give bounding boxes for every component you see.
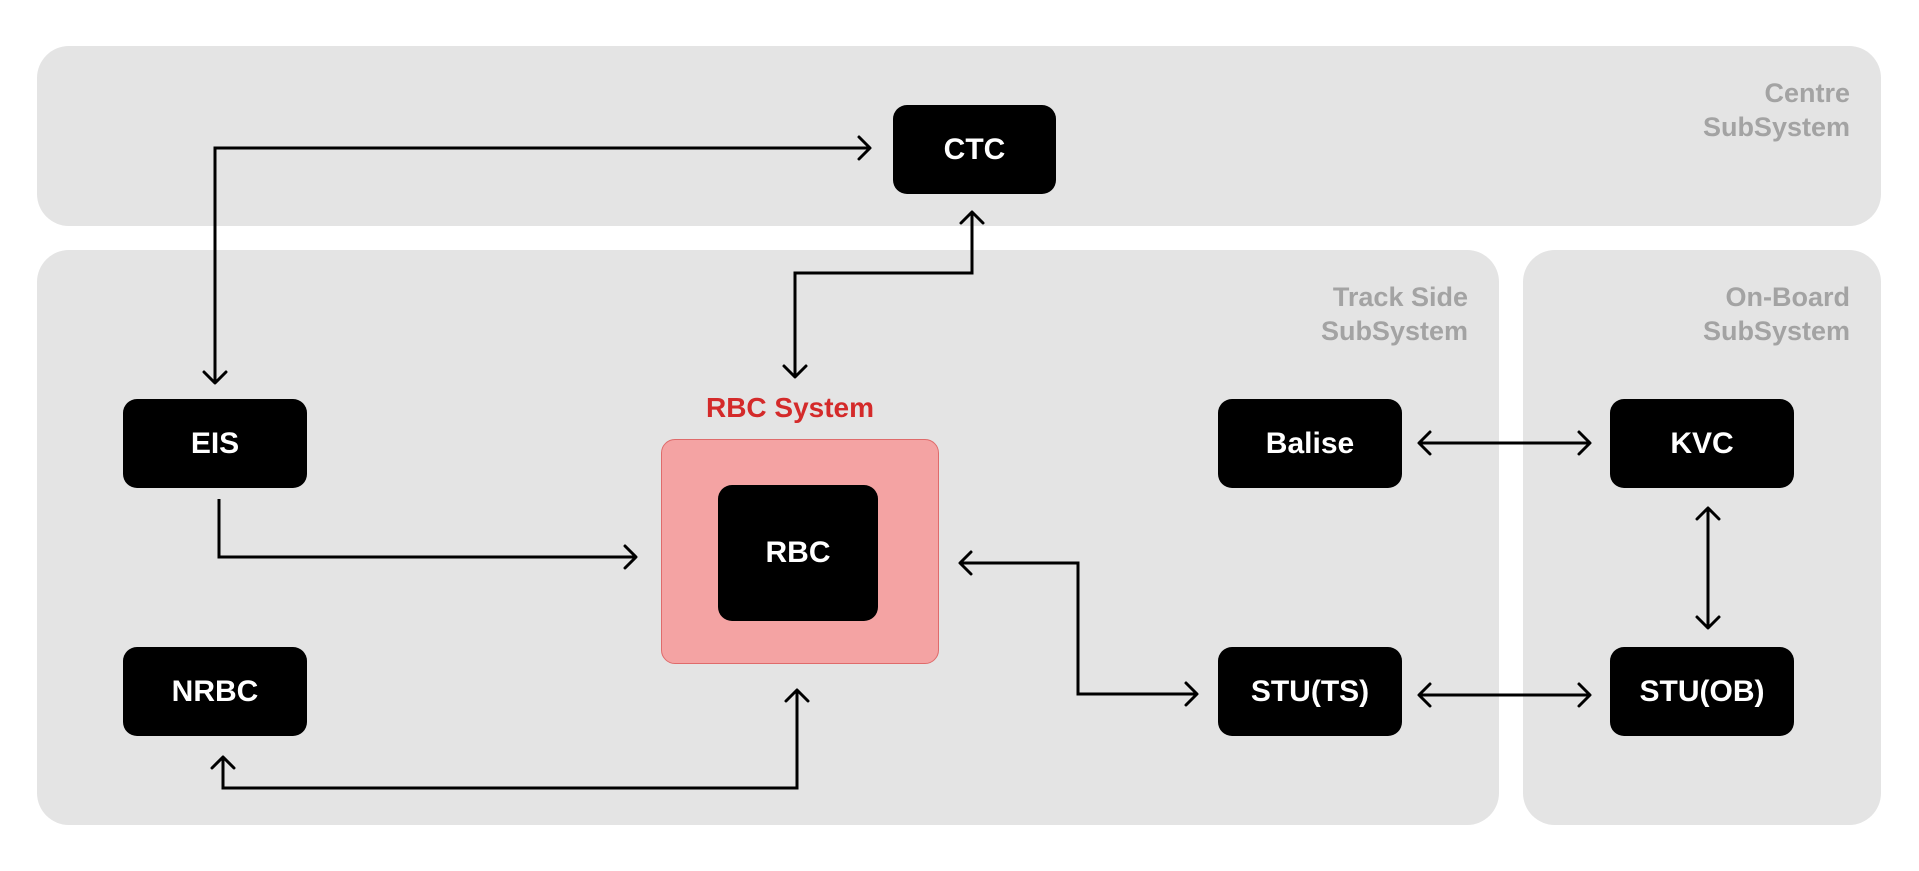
- node-kvc-label: KVC: [1670, 426, 1734, 460]
- node-ctc-label: CTC: [943, 132, 1006, 166]
- rbc-system-label: RBC System: [705, 392, 875, 423]
- centre-subsystem-title: Centre SubSystem: [1702, 78, 1850, 142]
- on-board-subsystem-panel: On-Board SubSystem: [1523, 250, 1881, 825]
- node-eis[interactable]: EIS: [123, 399, 307, 488]
- track-side-subsystem-title: Track Side SubSystem: [1320, 282, 1468, 346]
- node-balise[interactable]: Balise: [1218, 399, 1402, 488]
- node-stu-ts[interactable]: STU(TS): [1218, 647, 1402, 736]
- node-nrbc[interactable]: NRBC: [123, 647, 307, 736]
- on-board-subsystem-title: On-Board SubSystem: [1702, 282, 1850, 346]
- node-eis-label: EIS: [190, 426, 240, 460]
- node-stu-ob-label: STU(OB): [1639, 674, 1765, 708]
- node-ctc[interactable]: CTC: [893, 105, 1056, 194]
- node-stu-ts-label: STU(TS): [1250, 674, 1370, 708]
- node-rbc[interactable]: RBC: [718, 485, 878, 621]
- node-stu-ob[interactable]: STU(OB): [1610, 647, 1794, 736]
- node-nrbc-label: NRBC: [171, 674, 259, 708]
- node-balise-label: Balise: [1265, 426, 1355, 460]
- node-kvc[interactable]: KVC: [1610, 399, 1794, 488]
- node-rbc-label: RBC: [765, 536, 831, 569]
